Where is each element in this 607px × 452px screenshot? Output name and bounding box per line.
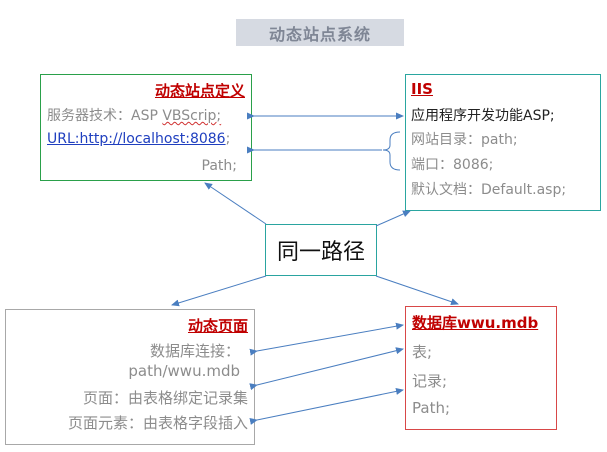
arrow-center-sitedef [204,182,267,225]
database-box: 数据库wwu.mdb 表; 记录; Path; [405,306,557,430]
server-tech-label: 服务器技术：ASP [47,108,163,124]
database-header: 数据库wwu.mdb [412,314,539,332]
server-tech-value: VBScrip; [162,108,222,124]
database-record: 记录; [412,372,448,390]
same-path-box: 同一路径 [265,224,377,276]
arrow-elements-record [249,387,404,425]
arrow-center-database [375,275,459,306]
server-tech-line: 服务器技术：ASP VBScrip; [47,105,221,125]
page-binding-line: 页面：由表格绑定记录集 [82,389,248,407]
diagram-title: 动态站点系统 [236,19,404,46]
url-suffix: ; [225,131,231,147]
iis-port: 端口：8086; [411,157,494,173]
dynamic-page-header: 动态页面 [187,317,248,335]
arrow-center-dynpage [171,275,267,307]
database-path: Path; [412,399,451,417]
url-link[interactable]: URL:http://localhost:8086 [47,131,226,147]
site-definition-box: 动态站点定义 服务器技术：ASP VBScrip; URL:http://loc… [40,74,252,181]
database-table: 表; [412,343,433,361]
curly-brace [382,131,401,171]
db-connection-path: path/wwu.mdb [128,362,240,380]
iis-box: IIS 应用程序开发功能ASP; 网站目录：path; 端口：8086; 默认文… [405,74,601,211]
iis-default-doc: 默认文档：Default.asp; [411,182,567,198]
url-line: URL:http://localhost:8086; [47,131,230,147]
arrow-page-table [249,347,404,391]
page-elements-line: 页面元素：由表格字段插入 [67,414,248,432]
iis-site-dir: 网站目录：path; [411,132,518,148]
site-definition-header: 动态站点定义 [154,82,245,100]
dynamic-page-box: 动态页面 数据库连接： path/wwu.mdb 页面：由表格绑定记录集 页面元… [5,309,255,445]
arrow-center-iis [375,210,411,227]
db-connection-label: 数据库连接： [149,342,240,360]
arrow-dbconn-db [249,322,404,356]
site-path-line: Path; [201,158,237,174]
iis-feature: 应用程序开发功能ASP; [411,108,555,124]
iis-header: IIS [411,80,433,98]
